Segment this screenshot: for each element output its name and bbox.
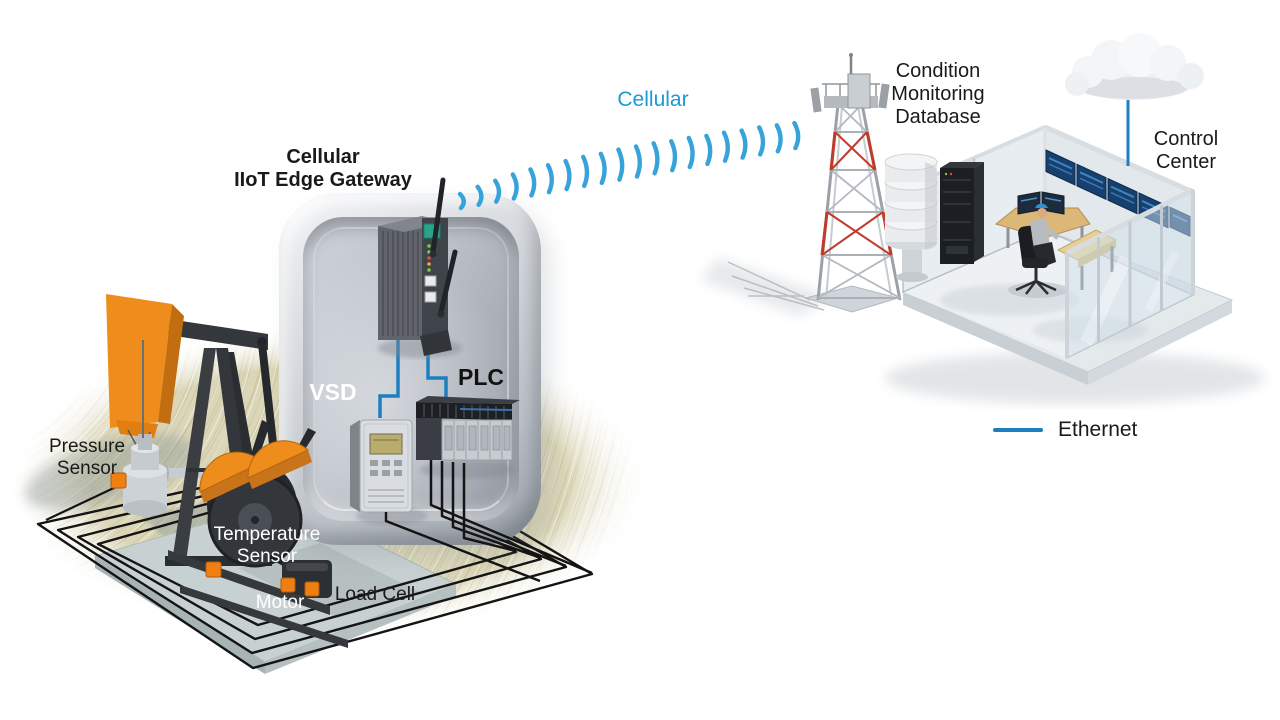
- control-center-line1: Control: [1153, 128, 1219, 150]
- condition-db-line1: Condition: [895, 60, 981, 82]
- temperature-sensor-icon: [205, 561, 222, 578]
- vsd-display: [369, 433, 403, 455]
- led-indicators: [427, 244, 431, 272]
- plc-label: PLC: [458, 364, 504, 390]
- antenna-panel: [810, 87, 822, 113]
- glass-wall-front: [1065, 187, 1195, 360]
- temperature-line2: Sensor: [236, 545, 298, 567]
- database-cylinder: [884, 153, 938, 282]
- control-center-line2: Center: [1155, 150, 1217, 173]
- vsd-signal-wire: [384, 512, 541, 583]
- gateway-label-line2: IIoT Edge Gateway: [234, 168, 412, 191]
- load-cell-icon: [304, 581, 320, 597]
- load-cell-label: Load Cell: [334, 584, 416, 605]
- ethernet-legend: Ethernet: [993, 418, 1137, 442]
- sensors: [110, 472, 320, 597]
- pressure-sensor-wire: [45, 485, 119, 521]
- pressure-sensor-icon: [110, 472, 127, 489]
- temperature-line1: Temperature: [213, 524, 321, 545]
- antenna-icon: [438, 249, 458, 315]
- motor-label: Motor: [255, 592, 305, 613]
- ethernet-port: [424, 291, 437, 303]
- pressure-line2: Sensor: [56, 457, 118, 479]
- tower-cabinet: [847, 73, 871, 109]
- ethernet-line-swatch: [993, 428, 1043, 432]
- condition-db-label: Condition Monitoring Database: [858, 60, 1018, 128]
- antenna-panel: [878, 83, 890, 109]
- plc-cpu-module: [416, 418, 442, 460]
- condition-db-line2: Monitoring: [891, 82, 985, 105]
- ethernet-port: [424, 275, 437, 287]
- vsd-keypad: [370, 460, 402, 476]
- condition-db-line3: Database: [895, 105, 981, 128]
- control-center-label: Control Center: [1136, 128, 1236, 174]
- operator-at-desk: [1008, 203, 1068, 298]
- temperature-sensor-label: Temperature Sensor: [192, 524, 342, 567]
- ethernet-legend-label: Ethernet: [1058, 418, 1138, 441]
- pressure-sensor-label: Pressure Sensor: [32, 436, 142, 479]
- cellular-link-label: Cellular: [617, 88, 689, 111]
- hard-hat: [1035, 203, 1048, 208]
- cellular-gateway-device: [378, 177, 462, 358]
- server-rack: [940, 162, 984, 264]
- gateway-label-line1: Cellular: [286, 146, 360, 168]
- plc-rack: [416, 396, 520, 479]
- cloud-icon: [1065, 33, 1204, 100]
- counterweights: [199, 440, 312, 503]
- vsd-label: VSD: [309, 379, 357, 405]
- plc-io-wires: [429, 460, 593, 575]
- control-room: [884, 124, 1265, 404]
- antenna-icon: [430, 177, 446, 255]
- pumpjack: [106, 294, 348, 648]
- motor-sensor-icon: [280, 577, 296, 593]
- gateway-label: Cellular IIoT Edge Gateway: [218, 146, 428, 192]
- cell-tower: [700, 53, 902, 316]
- pressure-line1: Pressure: [48, 436, 126, 457]
